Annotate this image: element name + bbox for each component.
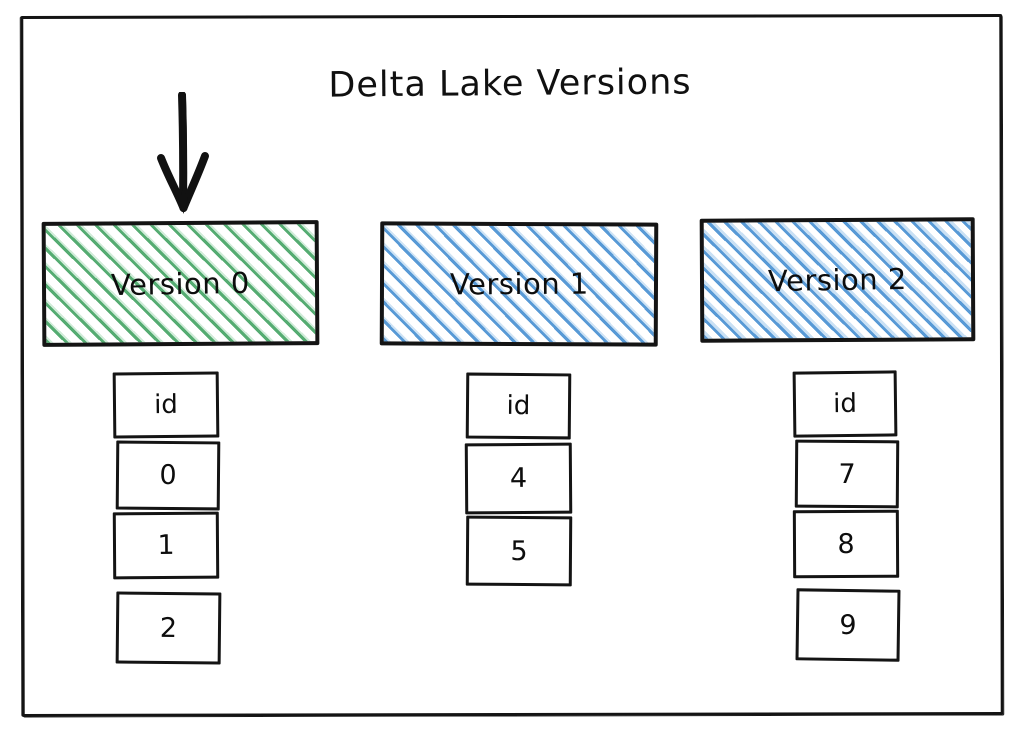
table-row: 4 bbox=[464, 442, 573, 515]
cell-value: 7 bbox=[838, 458, 856, 490]
version-box-1-label: Version 1 bbox=[449, 266, 589, 302]
cell-value: 2 bbox=[159, 612, 178, 644]
cell-value: 8 bbox=[837, 528, 855, 560]
cell-value: 4 bbox=[509, 462, 528, 495]
down-arrow-icon bbox=[152, 91, 216, 222]
version-0-table-header-cell: id bbox=[112, 371, 220, 439]
table-row: 7 bbox=[794, 439, 900, 509]
table-row: 8 bbox=[792, 509, 900, 579]
version-box-2-label: Version 2 bbox=[767, 261, 908, 299]
version-0-header-text: id bbox=[153, 389, 179, 421]
version-1-table-header-cell: id bbox=[465, 372, 572, 440]
table-row: 2 bbox=[115, 591, 222, 665]
version-box-0-label: Version 0 bbox=[110, 265, 251, 302]
version-box-0[interactable]: Version 0 bbox=[41, 220, 320, 347]
cell-value: 5 bbox=[510, 535, 528, 567]
cell-value: 1 bbox=[157, 529, 175, 562]
version-box-2[interactable]: Version 2 bbox=[699, 217, 976, 343]
version-1-header-text: id bbox=[506, 390, 531, 422]
version-box-1[interactable]: Version 1 bbox=[379, 221, 659, 347]
version-2-header-text: id bbox=[832, 388, 858, 420]
table-row: 9 bbox=[795, 588, 901, 662]
version-2-table-header-cell: id bbox=[792, 370, 898, 438]
table-row: 1 bbox=[112, 511, 220, 580]
cell-value: 9 bbox=[839, 609, 857, 641]
cell-value: 0 bbox=[159, 459, 177, 492]
table-row: 0 bbox=[115, 440, 221, 511]
table-row: 5 bbox=[465, 515, 573, 587]
